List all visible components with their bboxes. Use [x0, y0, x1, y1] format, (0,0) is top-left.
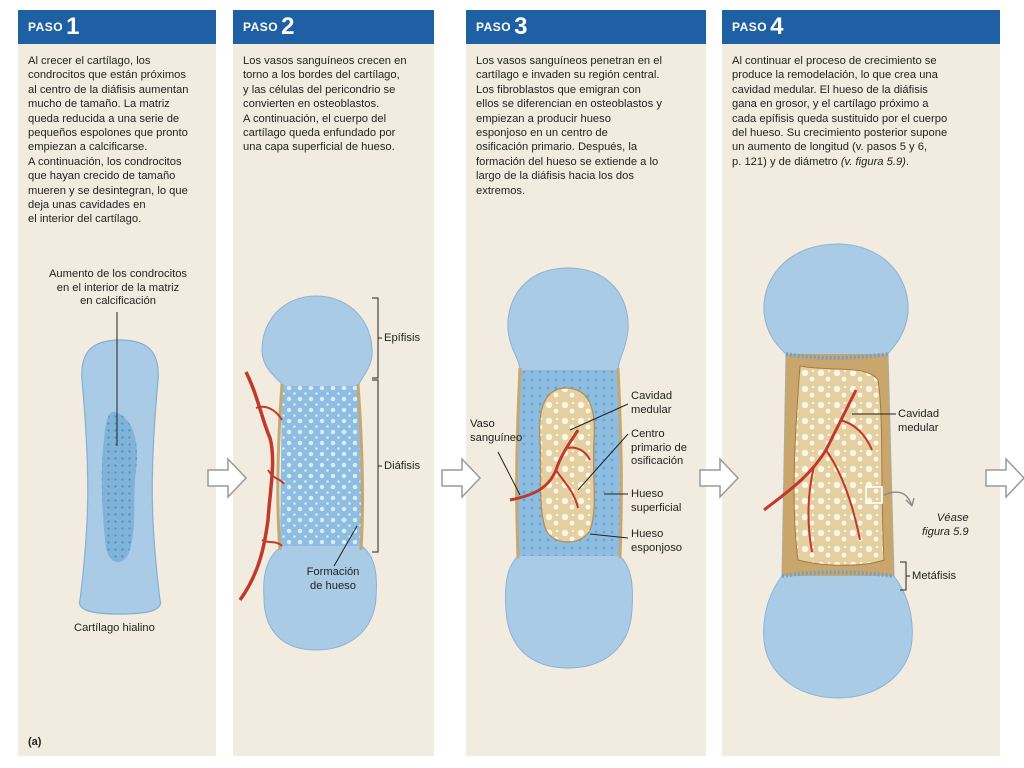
step-1-word: PASO: [28, 20, 64, 34]
step-2-word: PASO: [243, 20, 279, 34]
step-4-text: Al continuar el proceso de crecimiento s…: [732, 55, 948, 168]
right-arrow-icon: [699, 457, 740, 499]
step-4-text-end: .: [905, 155, 910, 168]
epiphysis-label: Epífisis: [384, 332, 421, 344]
step-4-figure-ref: (v. figura 5.9): [840, 155, 906, 168]
step-3-description: Los vasos sanguíneos penetran en el cart…: [476, 55, 662, 197]
diaphysis-label: Diáfisis: [384, 460, 421, 472]
primary-ossification-center-label: Centro primario de osificación: [631, 428, 687, 467]
step-1-header: PASO 1: [18, 10, 216, 44]
step-2-header: PASO 2: [233, 10, 434, 44]
step-4-number: 4: [770, 13, 784, 40]
see-figure-label: Véase figura 5.9: [922, 512, 969, 538]
metaphysis-label: Metáfisis: [912, 570, 957, 582]
step-2-description: Los vasos sanguíneos crecen en torno a l…: [243, 55, 407, 154]
bone-formation-label: Formación de hueso: [306, 566, 360, 592]
step-1-number: 1: [66, 13, 80, 40]
step-3-panel: PASO 3 Los vasos sanguíneos penetran en …: [466, 10, 706, 756]
step-3-number: 3: [514, 13, 528, 40]
step-3-medullary-cavity-label: Cavidad medular: [631, 390, 673, 416]
hyaline-cartilage-label: Cartílago hialino: [74, 622, 155, 634]
step-4-panel: PASO 4 Al continuar el proceso de crecim…: [722, 10, 1000, 756]
right-arrow-icon: [207, 457, 248, 499]
figure-letter: (a): [28, 736, 42, 748]
step-4-medullary-cavity-label: Cavidad medular: [898, 408, 940, 434]
step-3-header: PASO 3: [466, 10, 706, 44]
spongy-bone-label: Hueso esponjoso: [631, 528, 683, 554]
superficial-bone-label: Hueso superficial: [631, 488, 682, 514]
step-4-header: PASO 4: [722, 10, 1000, 44]
step-1-panel: PASO 1 Al crecer el cartílago, los condr…: [18, 10, 216, 756]
step-2-panel: PASO 2 Los vasos sanguíneos crecen en to…: [233, 10, 434, 756]
right-arrow-icon: [985, 457, 1024, 499]
step-1-description: Al crecer el cartílago, los condrocitos …: [28, 55, 189, 226]
step-4-description: Al continuar el proceso de crecimiento s…: [732, 54, 947, 169]
blood-vessel-label: Vaso sanguíneo: [470, 418, 523, 444]
step-3-word: PASO: [476, 20, 512, 34]
step-4-word: PASO: [732, 20, 768, 34]
step-2-number: 2: [281, 13, 295, 40]
enlarged-chondrocytes-label: Aumento de los condrocitos en el interio…: [48, 268, 188, 307]
right-arrow-icon: [441, 457, 482, 499]
